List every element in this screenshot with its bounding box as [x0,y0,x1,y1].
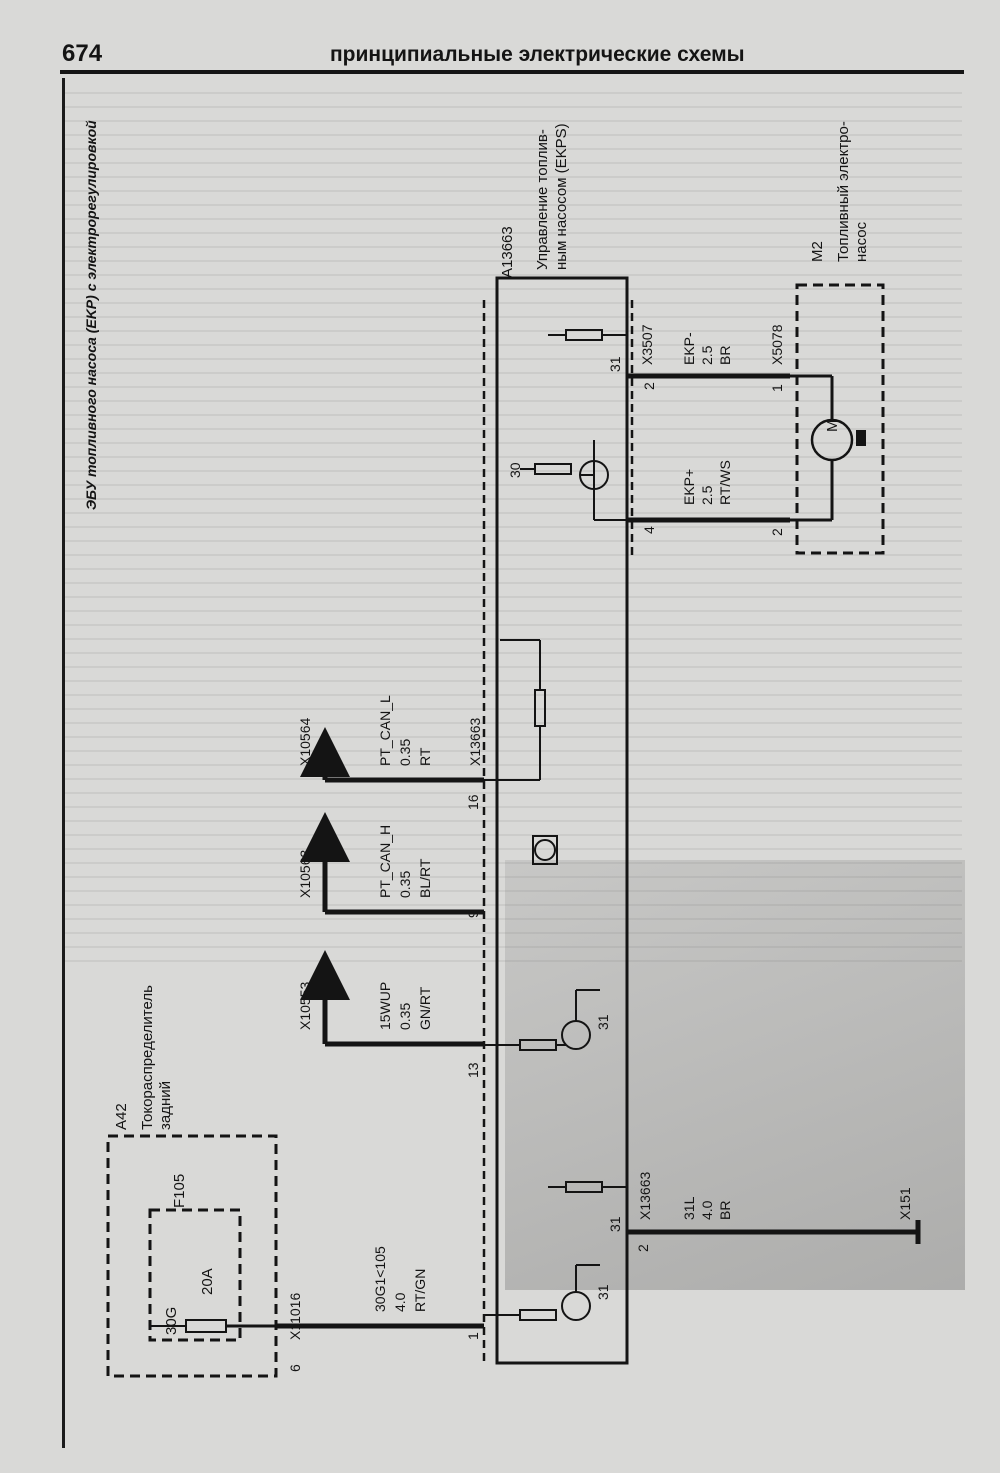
fuse-id: F105 [171,1174,188,1208]
header-rule [60,70,964,74]
ground-mark-31-supply: 31 [595,1284,611,1300]
can-l-color: RT [417,747,433,766]
ekp-minus-ecu-connector: X3507 [639,324,655,365]
ekp-plus-gauge: 2.5 [699,485,715,505]
pump-id: M2 [809,241,826,262]
fuse-terminal: 30G [163,1307,180,1335]
can-h-gauge: 0.35 [397,871,413,898]
ekp-plus-color: RT/WS [717,460,733,505]
page-number: 674 [62,40,103,67]
can-h-color: BL/RT [417,858,433,898]
ekp-plus-pump-pin: 2 [769,528,785,536]
ground-mark-31-bottom: 31 [607,1216,623,1232]
ekp-minus-color: BR [717,346,733,365]
fuse-box [148,1208,242,1342]
distributor-pin: 6 [287,1364,303,1372]
distributor-name-line2: задний [157,1081,174,1130]
background-print-through [62,92,962,972]
can-h-signal: PT_CAN_H [377,825,393,898]
ground-ecu-connector: X13663 [637,1172,653,1220]
ground-wire-color: BR [717,1201,733,1220]
pump-name-line1: Топливный электро- [835,121,852,262]
motor-letter: M [824,420,841,433]
page-title: принципиальные электрические схемы [330,43,745,66]
can-l-gauge: 0.35 [397,739,413,766]
wup-connector: X10553 [297,982,313,1030]
distributor-box [106,1134,278,1378]
distributor-id: A42 [113,1103,130,1130]
ground-mark-30: 30 [507,462,523,478]
background-photo-print-through [505,860,965,1290]
ecu-name-line1: Управление топлив- [534,129,551,270]
diagram-frame [62,78,969,1448]
motor-terminal-block [856,430,866,446]
ground-wire-pin: 2 [635,1244,651,1252]
can-h-connector: X10563 [297,850,313,898]
ecu-id: A13663 [499,226,516,278]
ekp-minus-signal: EKP- [681,332,697,365]
wup-color: GN/RT [417,986,433,1030]
distributor-name-line1: Токораспределитель [139,985,156,1130]
transceiver-icon [534,839,556,861]
can-h-pin: 9 [465,910,481,918]
ekp-minus-ecu-pin: 2 [641,382,657,390]
can-l-pin: 16 [465,794,481,810]
wup-pin: 13 [465,1062,481,1078]
can-l-ecu-connector: X13663 [467,718,483,766]
distributor-connector: X11016 [287,1293,303,1340]
pump-box [795,283,885,555]
fuse-rating: 20A [199,1268,216,1295]
ekp-minus-pump-pin: 1 [769,384,785,392]
ground-connector: X151 [897,1187,913,1220]
ekp-plus-ecu-pin: 4 [641,526,657,534]
supply-color: RT/GN [412,1269,428,1312]
ground-wire-gauge: 4.0 [699,1200,715,1220]
pump-name-line2: насос [853,221,870,262]
ekp-minus-pump-connector: X5078 [769,324,785,365]
ground-mark-31-wup: 31 [595,1014,611,1030]
page-header: 674 принципиальные электрические схемы [0,0,1000,78]
can-l-signal: PT_CAN_L [377,695,393,766]
ecu-name-line2: ным насосом (EKPS) [553,123,570,270]
ground-mark-31-top: 31 [607,356,623,372]
ground-wire-signal: 31L [681,1196,697,1220]
supply-signal: 30G1<105 [372,1246,388,1312]
fuse-icon [185,1319,227,1333]
can-l-connector: X10564 [297,718,313,766]
wup-signal: 15WUP [377,982,393,1030]
wup-gauge: 0.35 [397,1003,413,1030]
supply-gauge: 4.0 [392,1292,408,1312]
ekp-minus-gauge: 2.5 [699,345,715,365]
supply-pin: 1 [465,1332,481,1340]
ecu-block [495,276,629,1365]
diagram-title: ЭБУ топливного насоса (EKP) с электрорег… [83,120,99,510]
ekp-plus-signal: EKP+ [681,469,697,505]
